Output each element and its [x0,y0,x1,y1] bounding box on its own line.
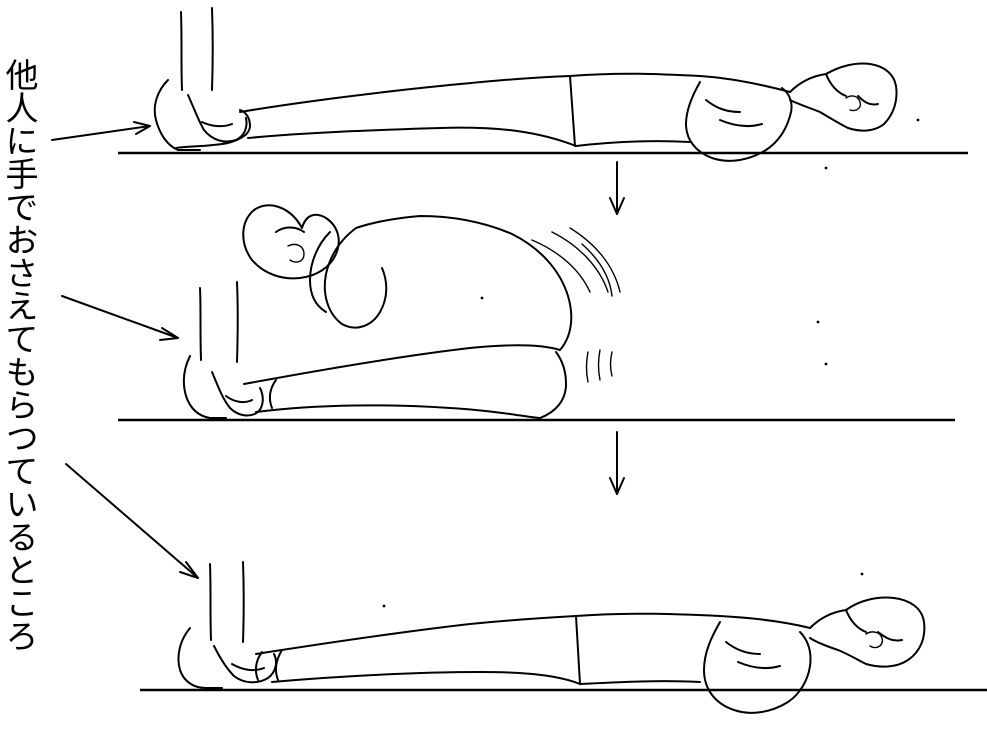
exerciser-torso-2 [356,216,571,418]
exerciser-head-2 [243,205,339,278]
exerciser-arms-2 [310,228,386,328]
ear-2 [288,244,304,262]
helper-foot-2 [184,356,226,418]
panel-2-situp [118,205,955,420]
helper-legs-3 [210,562,244,642]
motion-lines-upper [532,228,620,296]
exerciser-head-3 [810,598,924,667]
scan-dots [383,119,920,608]
exerciser-arms-3 [704,622,811,713]
exerciser-torso-3 [576,614,810,684]
panel-1-lying [118,8,968,161]
exerciser-legs-2 [244,345,560,418]
motion-lines-lower [587,350,613,382]
exerciser-feet-1 [176,110,250,148]
exerciser-legs-3 [256,616,580,684]
helper-hand-1 [188,95,247,142]
helper-foot-1 [155,80,200,150]
pointer-arrow-3 [66,464,198,578]
helper-legs-2 [200,282,238,362]
exerciser-knee-2 [270,380,276,408]
arrow-down-1 [610,162,624,214]
pointer-arrows [52,122,198,578]
shorts-line-3 [576,616,580,684]
ear-3 [866,632,882,648]
arrow-down-2 [610,432,624,494]
helper-legs-1 [181,8,213,90]
pointer-arrow-1 [52,122,150,140]
ear-1 [846,96,860,111]
exerciser-arms-1 [686,82,792,161]
helper-foot-3 [178,628,222,688]
panel-3-lying [140,562,987,713]
helper-hand-2 [212,372,263,415]
shorts-line-1 [570,76,575,146]
exerciser-ankle-3 [256,650,282,680]
exerciser-head-1 [790,63,897,130]
exerciser-legs-1 [240,76,576,146]
exerciser-torso-1 [570,74,790,146]
pointer-arrow-2 [62,296,178,340]
